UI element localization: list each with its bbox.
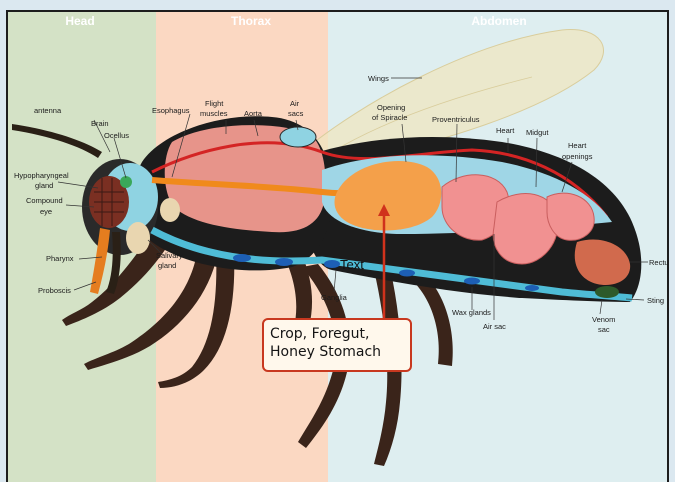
label-midgut: Midgut xyxy=(526,128,549,137)
label-salivary-1: Salivary xyxy=(156,251,183,260)
label-opening-2: of Spiracle xyxy=(372,113,407,122)
label-sting: Sting xyxy=(647,296,664,305)
label-air-sac: Air sac xyxy=(483,322,506,331)
label-flight-2: muscles xyxy=(200,109,228,118)
salivary-gland-lobe xyxy=(126,222,150,254)
label-rectum: Rectum xyxy=(649,258,669,267)
label-wax-glands: Wax glands xyxy=(452,308,491,317)
label-heart: Heart xyxy=(496,126,515,135)
label-ocellus: Ocellus xyxy=(104,131,129,140)
air-sacs xyxy=(280,127,316,147)
label-compound-2: eye xyxy=(40,207,52,216)
section-title-thorax: Thorax xyxy=(231,14,271,28)
label-salivary-2: gland xyxy=(158,261,176,270)
label-heart-openings-1: Heart xyxy=(568,141,587,150)
label-hypopharyngeal-1: Hypopharyngeal xyxy=(14,171,69,180)
label-pharynx: Pharynx xyxy=(46,254,74,263)
label-proventriculus: Proventriculus xyxy=(432,115,480,124)
text-placeholder: Text xyxy=(340,257,364,272)
section-title-head: Head xyxy=(65,14,94,28)
label-esophagus: Esophagus xyxy=(152,106,190,115)
label-hypopharyngeal-2: gland xyxy=(35,181,53,190)
label-flight-1: Flight xyxy=(205,99,224,108)
label-proboscis: Proboscis xyxy=(38,286,71,295)
label-wings: Wings xyxy=(368,74,389,83)
callout-line-1: Crop, Foregut, xyxy=(270,325,404,343)
venom-sac xyxy=(595,286,619,298)
hypopharyngeal-gland-lobe xyxy=(160,198,180,222)
label-opening-1: Opening xyxy=(377,103,405,112)
section-title-abdomen: Abdomen xyxy=(471,14,526,28)
label-compound-1: Compound xyxy=(26,196,63,205)
label-venom-1: Venom xyxy=(592,315,615,324)
callout-line-2: Honey Stomach xyxy=(270,343,404,361)
label-venom-2: sac xyxy=(598,325,610,334)
label-aorta: Aorta xyxy=(244,109,263,118)
label-brain: Brain xyxy=(91,119,109,128)
label-air-sacs-2: sacs xyxy=(288,109,304,118)
label-air-sacs-1: Air xyxy=(290,99,300,108)
label-ganglia: Ganglia xyxy=(321,293,348,302)
bee-anatomy-svg: Head Thorax Abdomen xyxy=(8,12,669,482)
label-antenna: antenna xyxy=(34,106,62,115)
diagram-canvas: Head Thorax Abdomen xyxy=(6,10,669,482)
callout-box: Crop, Foregut, Honey Stomach xyxy=(262,318,412,372)
label-heart-openings-2: openings xyxy=(562,152,593,161)
